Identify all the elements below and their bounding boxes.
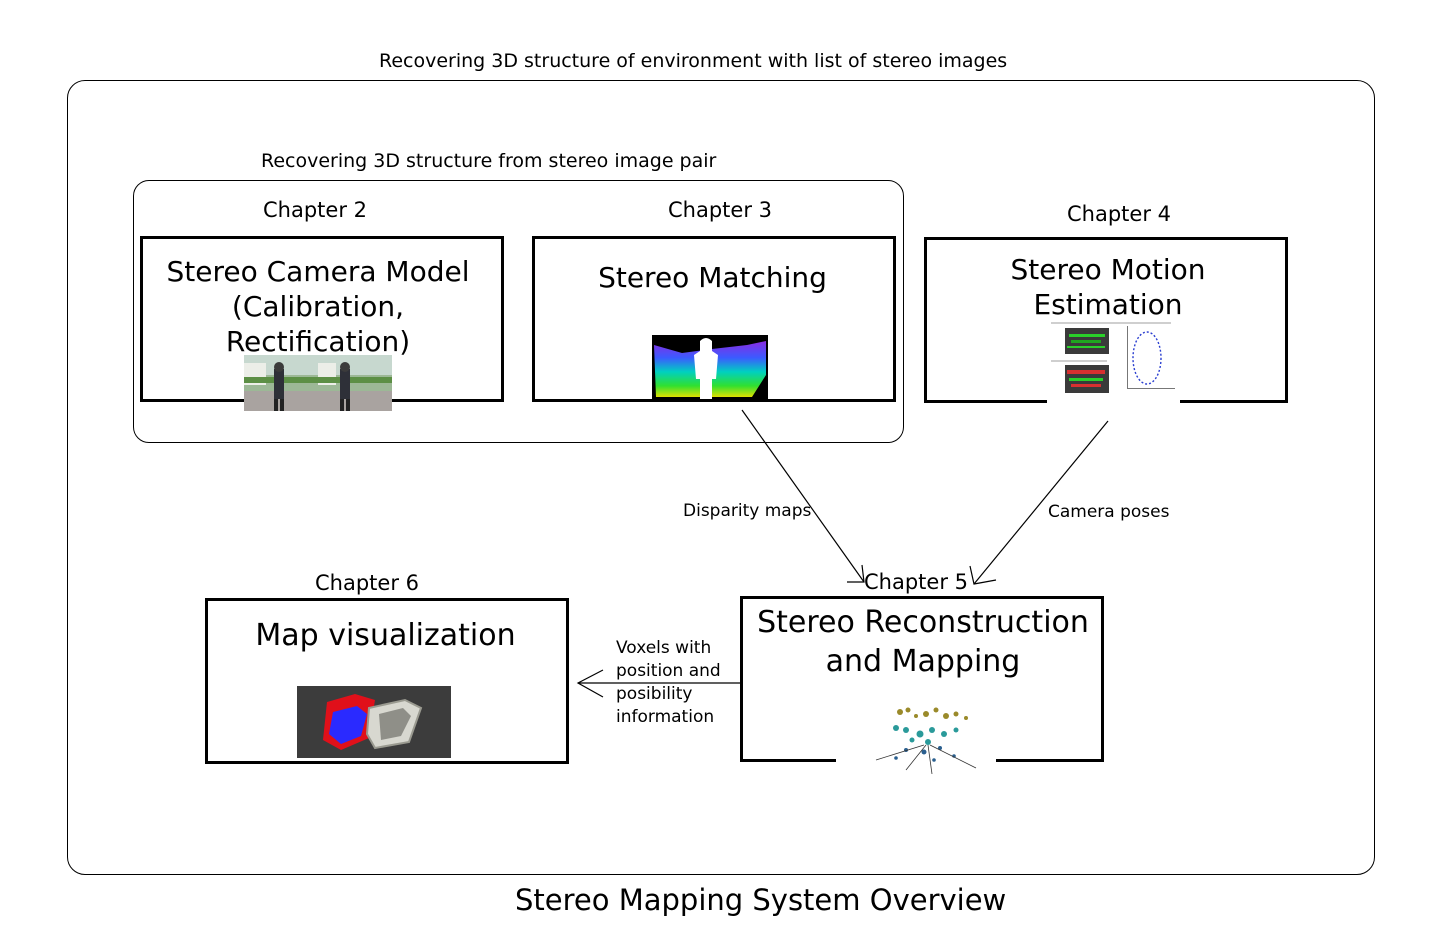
edge-label-camera-poses: Camera poses (1048, 502, 1170, 522)
outer-frame (67, 80, 1375, 875)
chapter-6-label: Chapter 6 (315, 571, 419, 595)
arrow-voxels-head (576, 669, 604, 698)
disparity-map-image (652, 335, 768, 401)
arrow-disparity-line (741, 409, 865, 583)
chapter-5-label: Chapter 5 (864, 570, 968, 594)
stereo-pair-image (244, 355, 392, 411)
chapter-4-label: Chapter 4 (1067, 202, 1171, 226)
motion-estimation-image (1047, 320, 1180, 406)
edge-label-disparity-maps: Disparity maps (683, 501, 812, 521)
block-stereo-matching-title: Stereo Matching (598, 261, 827, 294)
edge-label-voxels: Voxels with position and posibility info… (616, 638, 721, 727)
arrow-poses-head (969, 565, 997, 585)
arrow-disparity-head (847, 564, 865, 583)
outer-label: Recovering 3D structure of environment w… (379, 50, 1008, 72)
arrow-poses-line (973, 420, 1109, 585)
chapter-2-label: Chapter 2 (263, 198, 367, 222)
inner-label: Recovering 3D structure from stereo imag… (261, 150, 717, 172)
chapter-3-label: Chapter 3 (668, 198, 772, 222)
block-map-visualization-title: Map visualization (255, 618, 516, 653)
map-visualization-image (297, 686, 451, 758)
block-stereo-camera-model-title: Stereo Camera Model (Calibration, Rectif… (166, 255, 470, 358)
block-map-visualization: Map visualization (205, 598, 569, 764)
block-stereo-motion-estimation-title: Stereo Motion Estimation (1010, 253, 1206, 321)
inner-frame (133, 180, 904, 443)
block-stereo-camera-model: Stereo Camera Model (Calibration, Rectif… (140, 236, 504, 402)
reconstruction-image (836, 700, 996, 778)
figure-title: Stereo Mapping System Overview (515, 883, 1007, 917)
block-stereo-reconstruction-mapping-title: Stereo Reconstruction and Mapping (757, 605, 1089, 679)
